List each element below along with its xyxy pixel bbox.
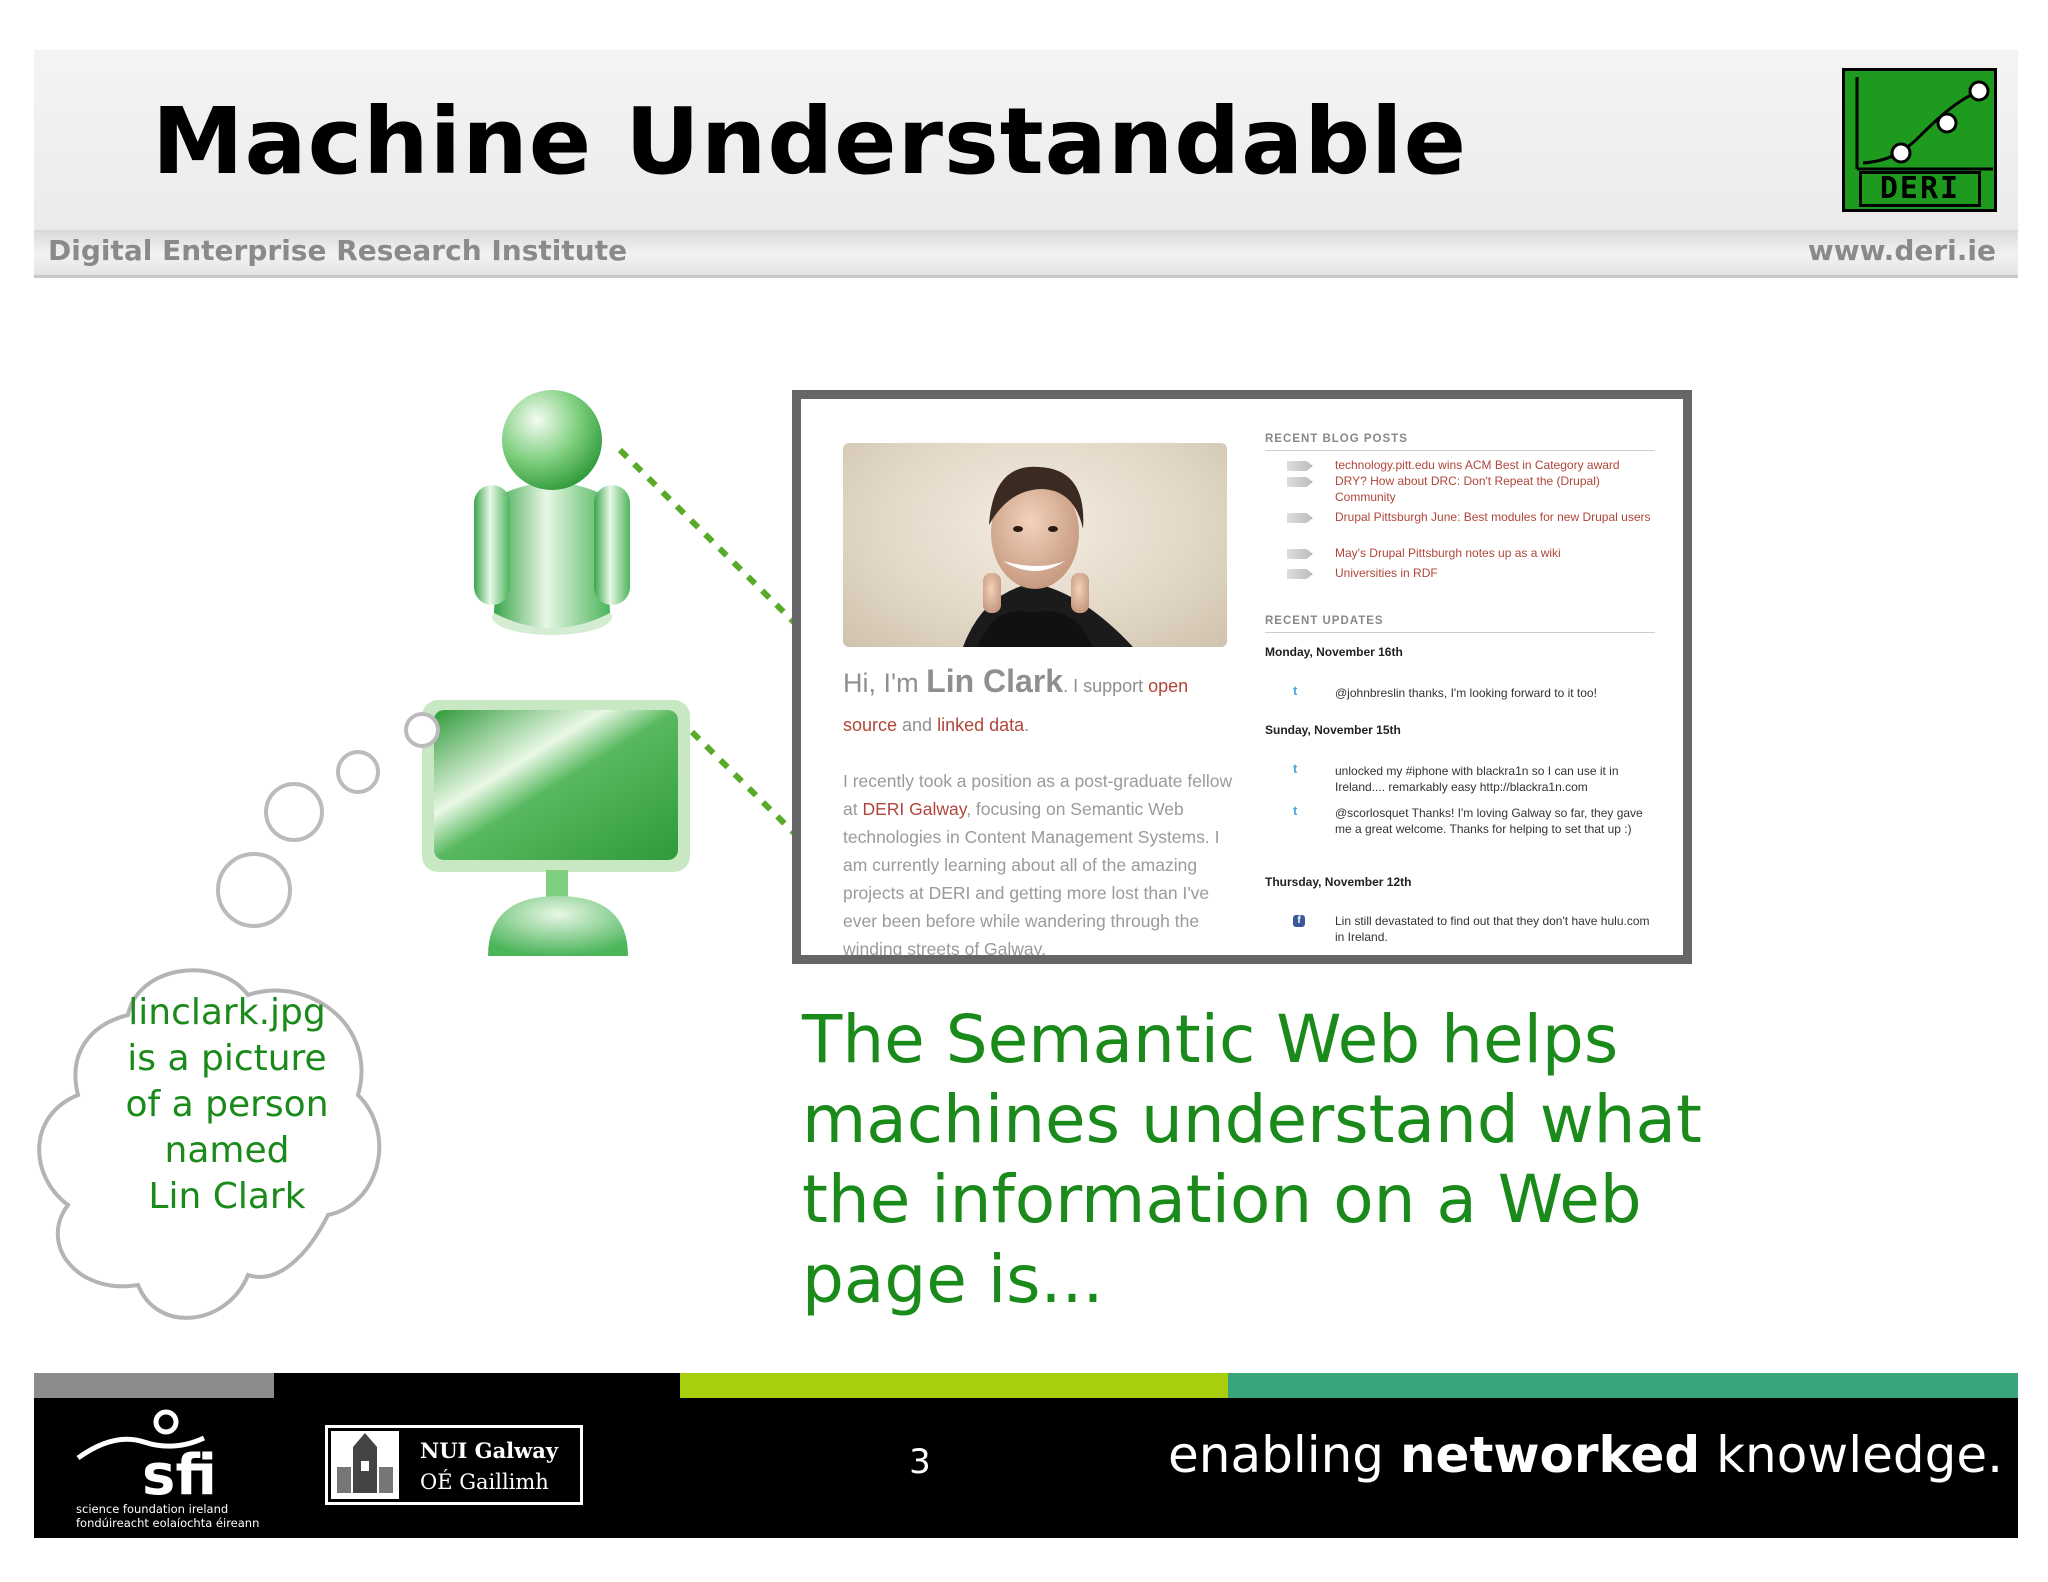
deri-logo-graph-icon [1855,77,1993,171]
thought-cloud-text: linclark.jpg is a picture of a person na… [92,990,362,1220]
nui-name: NUI Galway [420,1438,559,1463]
arrow-bullet-icon [1287,461,1313,471]
sfi-logo-text: sfi [142,1443,217,1502]
cloud-line: Lin Clark [148,1176,306,1217]
website-bio: I recently took a position as a post-gra… [843,767,1237,955]
page-number: 3 [909,1442,931,1482]
blog-post-link[interactable]: DRY? How about DRC: Don't Repeat the (Dr… [1335,474,1600,504]
twitter-icon: t [1293,761,1298,776]
greeting-end: . [1024,715,1030,735]
update-date: Monday, November 16th [1265,645,1403,659]
twitter-icon: t [1293,803,1298,818]
cloud-line: named [164,1130,290,1171]
footer-color-bar-black [274,1373,680,1398]
tagline: enabling networked knowledge. [1168,1426,2003,1484]
cloud-line: of a person [125,1084,329,1125]
footer-color-bar-teal [1228,1373,2018,1398]
subheader-band [34,230,2018,278]
update-date: Thursday, November 12th [1265,875,1412,889]
website-url: www.deri.ie [1807,234,1996,267]
institute-name: Digital Enterprise Research Institute [48,234,628,267]
blog-post-link[interactable]: Drupal Pittsburgh June: Best modules for… [1335,510,1651,524]
arrow-bullet-icon [1287,569,1313,579]
nui-irish-name: OÉ Gaillimh [420,1470,549,1494]
footer-color-bar-gray [34,1373,274,1398]
blog-post-link[interactable]: technology.pitt.edu wins ACM Best in Cat… [1335,458,1620,472]
cloud-line: is a picture [127,1038,327,1079]
person-connector-line [617,447,815,643]
tagline-bold: networked [1399,1426,1701,1484]
sfi-logo: sfi [76,1409,217,1502]
update-item: @scorlosquet Thanks! I'm loving Galway s… [1335,806,1643,836]
deri-logo-text: DERI [1859,171,1981,207]
cloud-line: linclark.jpg [128,992,326,1033]
nui-crest-icon [331,1431,399,1499]
footer-color-bar-lime [680,1373,1228,1398]
website-screenshot: Hi, I'm Lin Clark. I support open source… [792,390,1692,964]
arrow-bullet-icon [1287,513,1313,523]
greeting-and: and [897,715,938,735]
person-portrait-image [963,466,1133,647]
thought-cloud-shape [37,968,382,1320]
sfi-caption-line2: fondúireacht eolaíochta éireann [76,1516,260,1530]
sfi-caption-line1: science foundation ireland [76,1502,229,1516]
slide-title: Machine Understandable [152,88,1467,195]
linked-data-link[interactable]: linked data [937,715,1025,735]
open-source-link[interactable]: open source [843,676,1189,735]
header-band [34,50,2018,230]
website-greeting: Hi, I'm Lin Clark. I support open source… [843,663,1243,743]
greeting-suffix: . I support [1063,676,1149,696]
sfi-caption: science foundation ireland fondúireacht … [76,1502,306,1530]
blog-post-link[interactable]: May's Drupal Pittsburgh notes up as a wi… [1335,546,1561,560]
website-page: Hi, I'm Lin Clark. I support open source… [801,399,1683,955]
tagline-part2: knowledge. [1700,1426,2003,1484]
tagline-part1: enabling [1168,1426,1400,1484]
recent-posts-heading: RECENT BLOG POSTS [1265,433,1655,451]
facebook-icon: f [1293,915,1305,927]
deri-galway-link[interactable]: DERI Galway [862,799,967,819]
greeting-prefix: Hi, I'm [843,668,927,698]
bio-part1: I recently took a position as a post-gra… [843,771,1233,819]
greeting-name: Lin Clark [926,663,1064,699]
twitter-icon: t [1293,683,1298,698]
update-date: Sunday, November 15th [1265,723,1401,737]
main-statement: The Semantic Web helps machines understa… [802,1001,1702,1318]
arrow-bullet-icon [1287,549,1313,559]
thought-bubbles-icon [216,712,440,928]
recent-updates-heading: RECENT UPDATES [1265,615,1655,633]
profile-photo [843,443,1227,647]
blog-post-link[interactable]: Universities in RDF [1335,566,1438,580]
person-icon [474,390,630,635]
arrow-bullet-icon [1287,477,1313,487]
update-item: unlocked my #iphone with blackra1n so I … [1335,764,1619,794]
update-item: Lin still devastated to find out that th… [1335,914,1650,944]
update-item: @johnbreslin thanks, I'm looking forward… [1335,686,1597,700]
bio-part2: , focusing on Semantic Web technologies … [843,799,1220,955]
nui-galway-logo: NUI Galway OÉ Gaillimh [325,1425,583,1505]
computer-icon [422,700,690,956]
deri-logo: DERI [1842,68,1997,212]
